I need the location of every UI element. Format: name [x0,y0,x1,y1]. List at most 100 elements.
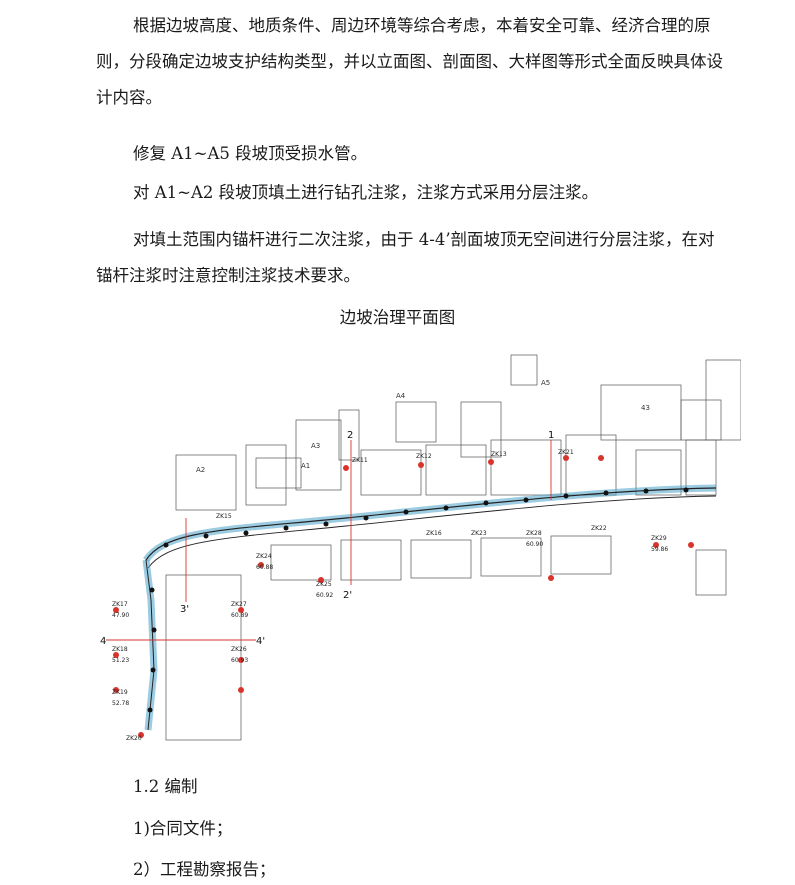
anchor-point [523,497,529,503]
borehole-marker [343,465,349,471]
borehole-id: ZK20 [126,735,142,742]
borehole-id: ZK17 [112,601,128,608]
borehole-marker [548,575,554,581]
borehole-elevation: 60.88 [256,564,273,571]
borehole-marker [418,462,424,468]
lower-building-outlines [165,535,727,741]
borehole-marker [258,562,264,568]
borehole-id: ZK24 [256,553,272,560]
borehole-id: ZK19 [112,689,128,696]
anchor-point [443,505,449,511]
paragraph-water-pipe: 修复 A1~A5 段坡顶受损水管。 [133,144,368,163]
building-outline [680,399,722,441]
map-label: A2 [196,466,205,474]
anchor-point [147,707,153,713]
building-outline [600,384,682,441]
building-outline [175,454,237,511]
anchor-point [403,509,409,515]
map-label: 43 [641,404,650,412]
slope-band [143,484,717,563]
building-outlines [175,354,741,511]
section-label: 3' [180,604,189,615]
anchor-point [283,525,289,531]
borehole-id: ZK15 [216,513,232,520]
anchor-point [563,493,569,499]
borehole-marker [598,455,604,461]
borehole-elevation: 59.86 [651,546,668,553]
building-outline [410,539,472,579]
building-outline [480,537,542,577]
borehole-marker [113,607,119,613]
borehole-marker [238,657,244,663]
borehole-id: ZK11 [352,457,368,464]
section-label: 4' [256,636,265,647]
borehole-marker [653,542,659,548]
borehole-id: ZK18 [112,646,128,653]
borehole-marker [238,687,244,693]
borehole-marker [113,652,119,658]
section-label: 4 [100,636,106,647]
slope-treatment-plan-drawing: 2 1 2' 3' 4 4' ZK17 47.90 ZK18 51.23 ZK1… [100,354,741,742]
borehole-id: ZK25 [316,581,332,588]
anchor-points [147,487,689,713]
building-outline [490,439,562,496]
building-outline [165,574,242,741]
figure-caption: 边坡治理平面图 [339,308,456,327]
building-outline [255,457,302,489]
building-outline [340,539,402,581]
list-item: 2）工程勘察报告； [133,860,276,879]
section-label: 2' [343,590,352,601]
building-outline [245,444,287,506]
building-outline [270,544,332,581]
map-label: A5 [541,379,550,387]
borehole-id: ZK21 [558,449,574,456]
borehole-marker [238,607,244,613]
borehole-id: ZK12 [416,453,432,460]
anchor-point [603,490,609,496]
anchor-point [163,542,169,548]
borehole-elevation: 60.92 [316,592,333,599]
anchor-point [203,533,209,539]
borehole-id: ZK23 [471,530,487,537]
anchor-point [243,530,249,536]
building-outline [695,549,727,596]
building-outline [460,401,502,458]
building-outline [295,419,342,491]
section-heading-compilation: 1.2 编制 [133,777,198,796]
borehole-marker [113,687,119,693]
map-label: A1 [301,462,310,470]
borehole-elevation: 47.90 [112,612,129,619]
borehole-marker [563,455,569,461]
borehole-id: ZK28 [526,530,542,537]
building-outline [338,409,360,461]
building-outline [550,535,612,575]
building-outline [565,434,617,496]
borehole-marker [318,577,324,583]
building-outline [685,439,717,496]
list-item: 1)合同文件； [133,819,233,838]
anchor-point [323,521,329,527]
borehole-id: ZK22 [591,525,607,532]
map-label: A3 [311,442,320,450]
map-label: A4 [396,392,406,400]
anchor-point [149,587,155,593]
anchor-point [683,487,689,493]
slope-vertical-line [145,559,155,731]
building-outline [360,449,422,496]
section-label: 2 [347,430,353,441]
building-outline [635,449,682,496]
building-outline [705,359,741,441]
anchor-point [483,500,489,506]
paragraph-anchor-grouting: 对填土范围内锚杆进行二次注浆，由于 4-4’剖面坡顶无空间进行分层注浆，在对锚杆… [96,230,715,285]
anchor-point [643,488,649,494]
slope-bottom-line [147,495,717,569]
building-outline [395,401,437,443]
borehole-elevation: 51.23 [112,657,129,664]
borehole-elevation: 60.93 [231,657,248,664]
borehole-marker [688,542,694,548]
borehole-elevation: 52.78 [112,700,129,707]
borehole-markers [113,455,694,738]
borehole-id: ZK29 [651,535,667,542]
borehole-id: ZK26 [231,646,247,653]
borehole-id: ZK27 [231,601,247,608]
